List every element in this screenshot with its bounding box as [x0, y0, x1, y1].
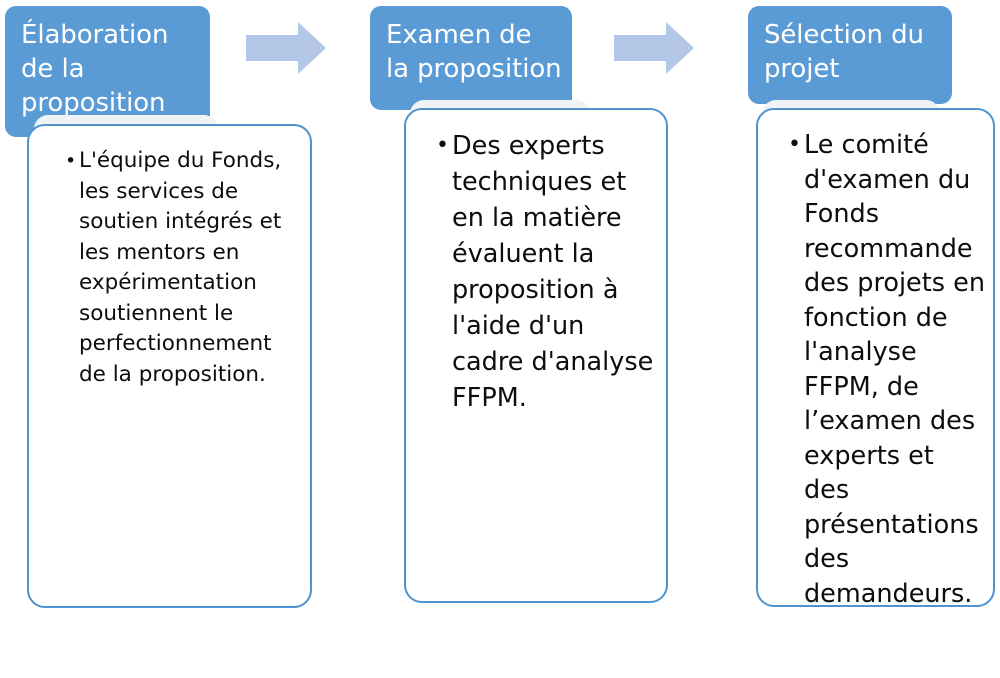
- bullet-icon: •: [65, 150, 77, 172]
- right-arrow-icon: [614, 22, 694, 74]
- stage-body-text: Des experts techniques et en la matière …: [452, 131, 654, 413]
- stage-header-selection[interactable]: Sélection du projet: [748, 6, 952, 104]
- bullet-icon: •: [788, 132, 801, 157]
- connector-arrow-2: [614, 22, 694, 74]
- bullet-icon: •: [436, 133, 449, 158]
- stage-body-text: L'équipe du Fonds, les services de souti…: [79, 148, 282, 387]
- right-arrow-icon: [246, 22, 326, 74]
- stage-card-selection[interactable]: • Le comité d'examen du Fonds recommande…: [756, 108, 995, 609]
- stage-body-selection: • Le comité d'examen du Fonds recommande…: [788, 128, 985, 611]
- stage-body-examen: • Des experts techniques et en la matièr…: [436, 128, 658, 416]
- stage-body-text: Le comité d'examen du Fonds recommande d…: [804, 130, 985, 609]
- stage-body-elaboration: • L'équipe du Fonds, les services de sou…: [65, 146, 300, 390]
- stage-header-examen[interactable]: Examen de la proposition: [370, 6, 572, 110]
- stage-header-label: Élaboration de la proposition: [21, 20, 169, 118]
- stage-header-label: Sélection du projet: [764, 20, 924, 84]
- connector-arrow-1: [246, 22, 326, 74]
- stage-card-examen[interactable]: • Des experts techniques et en la matièr…: [404, 108, 668, 603]
- stage-card-elaboration[interactable]: • L'équipe du Fonds, les services de sou…: [27, 124, 312, 608]
- stage-header-label: Examen de la proposition: [386, 20, 562, 84]
